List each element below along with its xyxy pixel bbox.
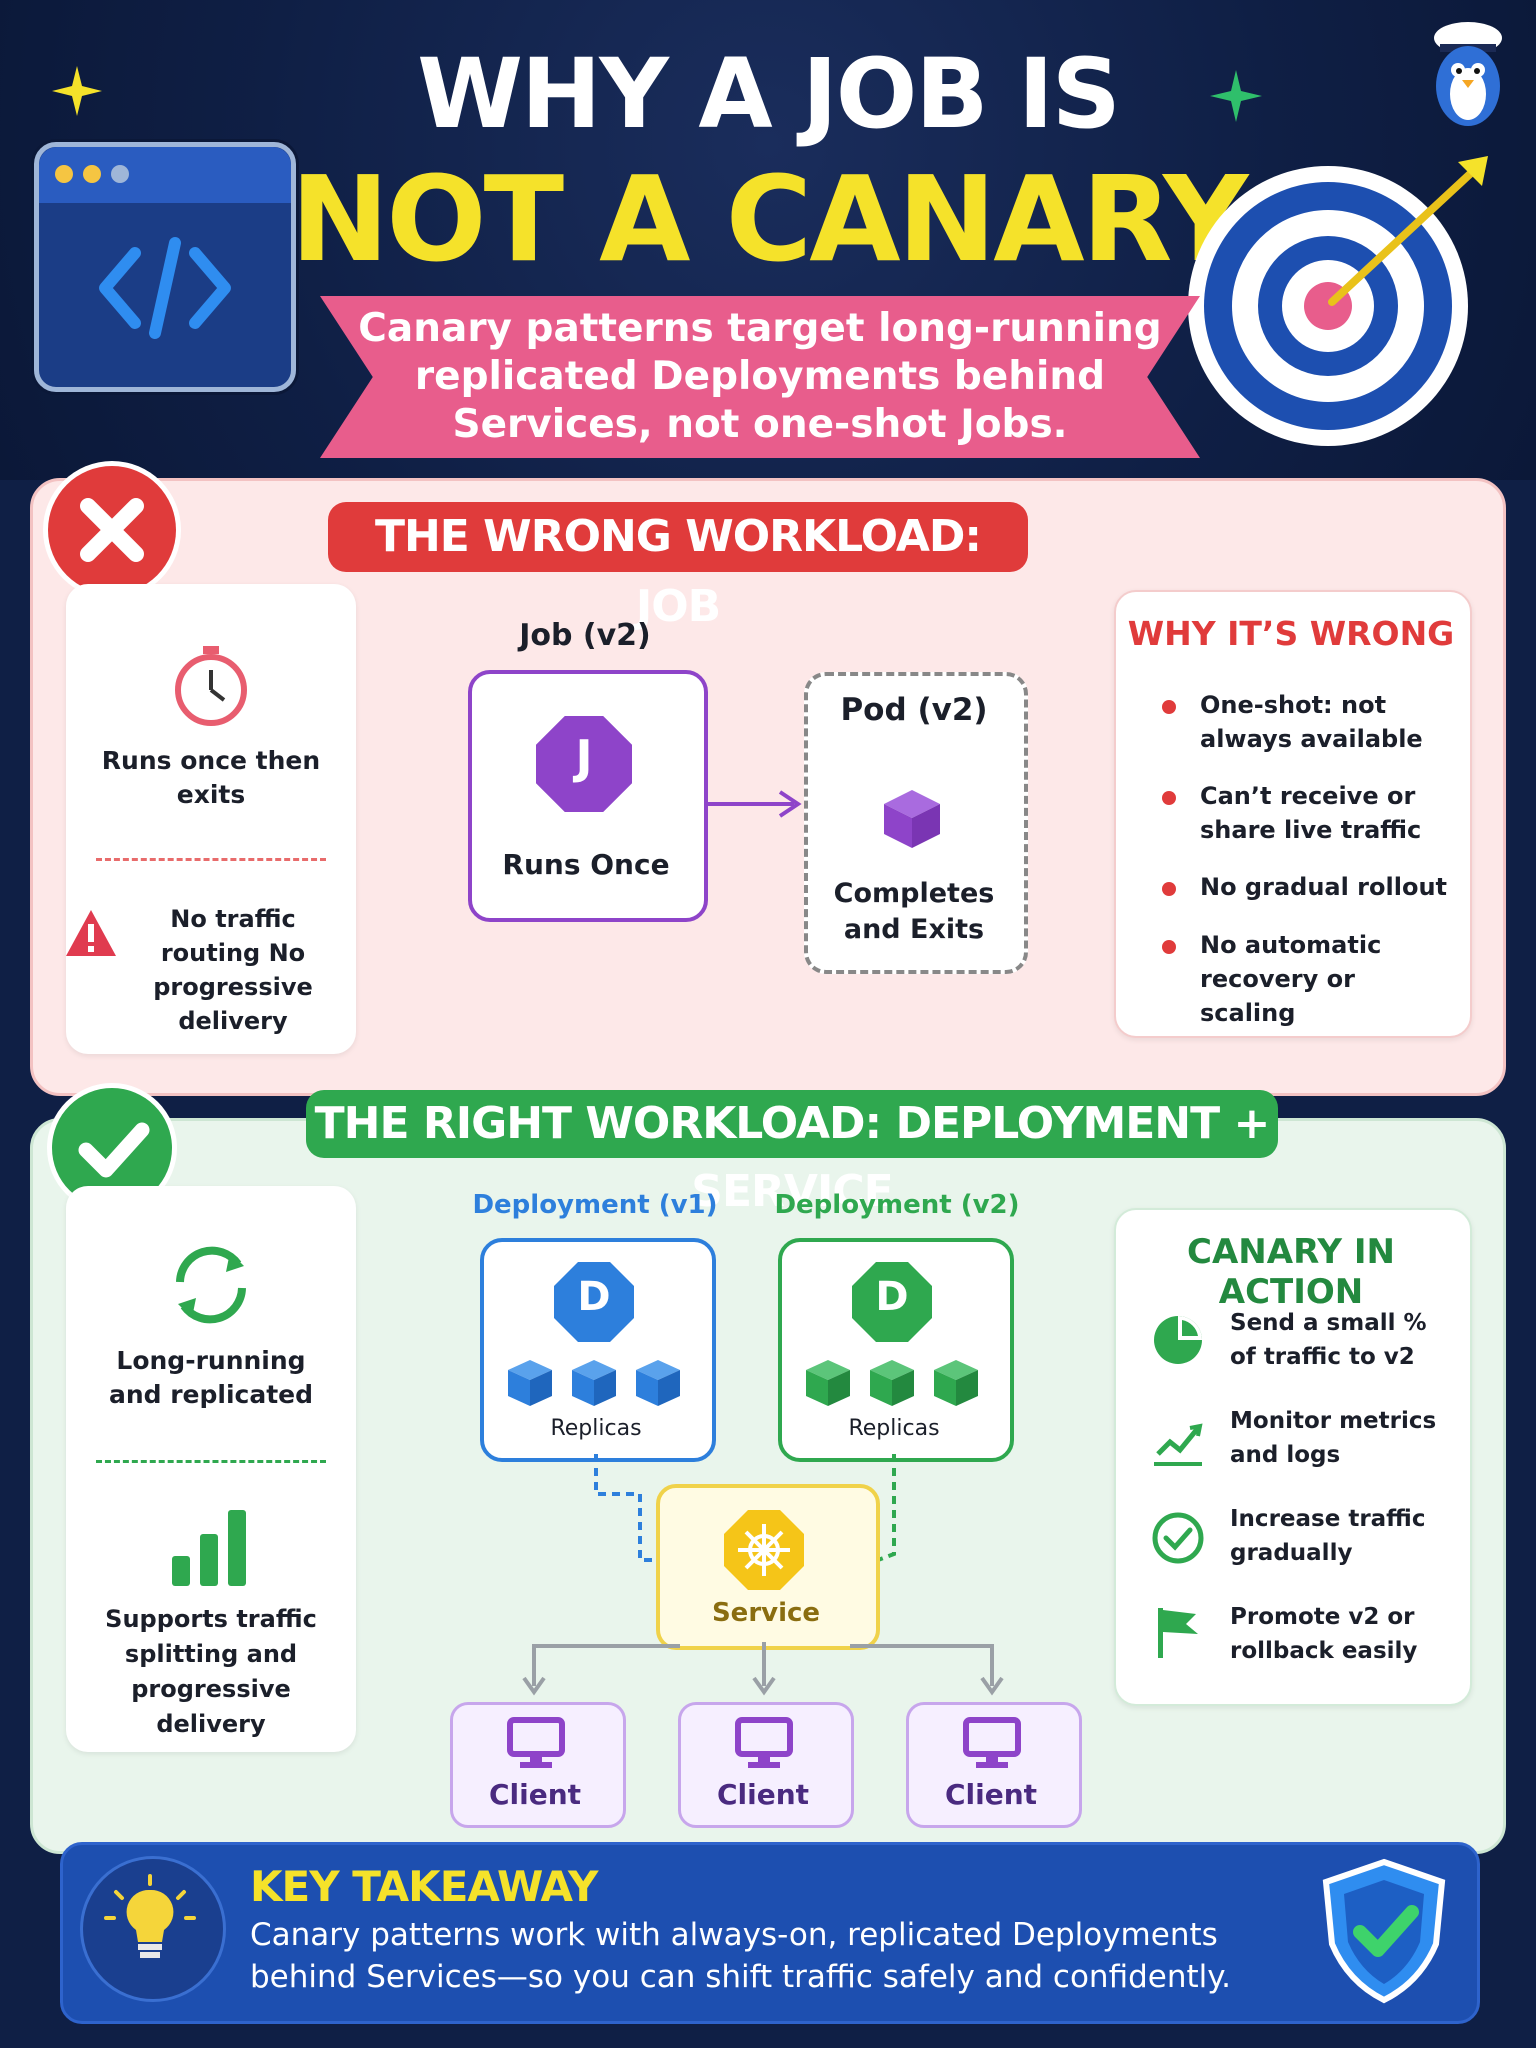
sparkle-icon [1210,70,1262,122]
deployment-v2-letter: D [875,1274,909,1320]
traffic-splitting-text: Supports traffic splitting and progressi… [105,1605,317,1738]
check-circle-icon [1152,1512,1204,1564]
why-wrong-item: No automatic recovery or scaling [1200,931,1382,1027]
deployment-v2-hexagon-icon [852,1262,932,1342]
wrong-x-icon [48,466,176,594]
job-traits-card [66,584,356,1054]
replicas-label-v1: Replicas [550,1416,642,1441]
page-title-line2: NOT A CANARY [290,150,1249,288]
runs-once-text: Runs once then exits [101,746,321,809]
client-label: Client [488,1778,582,1811]
replicas-label-v2: Replicas [848,1416,940,1441]
client-label: Client [716,1778,810,1811]
code-window-icon [34,142,296,392]
arrow-icon [704,790,802,818]
canary-step-text: Promote v2 or rollback easily [1230,1604,1418,1664]
monitor-icon [507,1717,565,1768]
right-workload-title: THE RIGHT WORKLOAD: DEPLOYMENT + SERVICE [306,1090,1278,1217]
flag-icon [1158,1608,1198,1658]
deployment-v1-hexagon-icon [554,1262,634,1342]
canary-in-action-title: CANARY IN ACTION [1187,1232,1395,1312]
pod-label: Pod (v2) [840,692,988,728]
service-to-client-arrows [522,1642,1004,1696]
canary-step-text: Increase traffic gradually [1230,1506,1426,1566]
long-running-text: Long-running and replicated [108,1346,314,1409]
monitor-icon [735,1717,793,1768]
service-label: Service [711,1598,821,1628]
stopwatch-icon [175,646,247,726]
window-titlebar [39,147,291,203]
key-takeaway-box [60,1842,1480,2024]
client-label: Client [944,1778,1038,1811]
sailor-penguin-mascot-icon [1434,22,1502,126]
divider [96,1460,326,1463]
bullet [1162,700,1176,714]
deployment-v1-label: Deployment (v1) [472,1190,718,1220]
key-takeaway-title: KEY TAKEAWAY [250,1862,598,1911]
bar-signal-icon [172,1510,246,1586]
why-wrong-item: No gradual rollout [1200,873,1448,901]
target-bullseye-icon [1188,156,1488,446]
wrong-workload-title: THE WRONG WORKLOAD: JOB [328,502,1028,632]
cube-icon [884,790,940,848]
no-traffic-routing-text: No traffic routing No progressive delive… [153,905,313,1035]
pod-caption: Completes and Exits [833,878,995,945]
replica-cubes-icon [806,1360,978,1406]
bullet [1162,882,1176,896]
sparkle-icon [52,66,102,116]
why-wrong-item: One-shot: not always available [1200,691,1423,753]
monitor-icon [963,1717,1021,1768]
bullet [1162,940,1176,954]
deployment-v2-label: Deployment (v2) [774,1190,1020,1220]
page-title-line1: WHY A JOB IS [417,38,1121,150]
warning-icon [66,910,116,956]
metrics-chart-icon [1154,1423,1203,1466]
why-wrong-card [1114,590,1472,1038]
pie-chart-icon [1154,1316,1202,1364]
job-caption: Runs Once [502,848,670,881]
helm-wheel-icon [738,1524,790,1576]
shield-check-icon [1322,1858,1446,2004]
deployment-v1-letter: D [577,1274,611,1320]
key-takeaway-text: Canary patterns work with always-on, rep… [250,1917,1232,1995]
canary-step-text: Monitor metrics and logs [1230,1408,1437,1468]
bullet [1162,791,1176,805]
subtitle-banner [320,296,1200,458]
job-letter: J [575,730,593,784]
divider [96,858,326,861]
why-wrong-item: Can’t receive or share live traffic [1200,782,1422,844]
why-wrong-title: WHY IT’S WRONG [1127,614,1455,653]
deployment-traits-card [66,1186,356,1752]
refresh-cycle-icon [176,1246,246,1324]
connector-lines [594,1454,896,1562]
canary-step-text: Send a small % of traffic to v2 [1230,1310,1427,1370]
job-hexagon-icon [536,716,632,812]
subtitle-banner-text: Canary patterns target long-running repl… [358,306,1162,447]
lightbulb-icon [104,1874,196,1958]
replica-cubes-icon [508,1360,680,1406]
job-label: Job (v2) [519,618,651,653]
